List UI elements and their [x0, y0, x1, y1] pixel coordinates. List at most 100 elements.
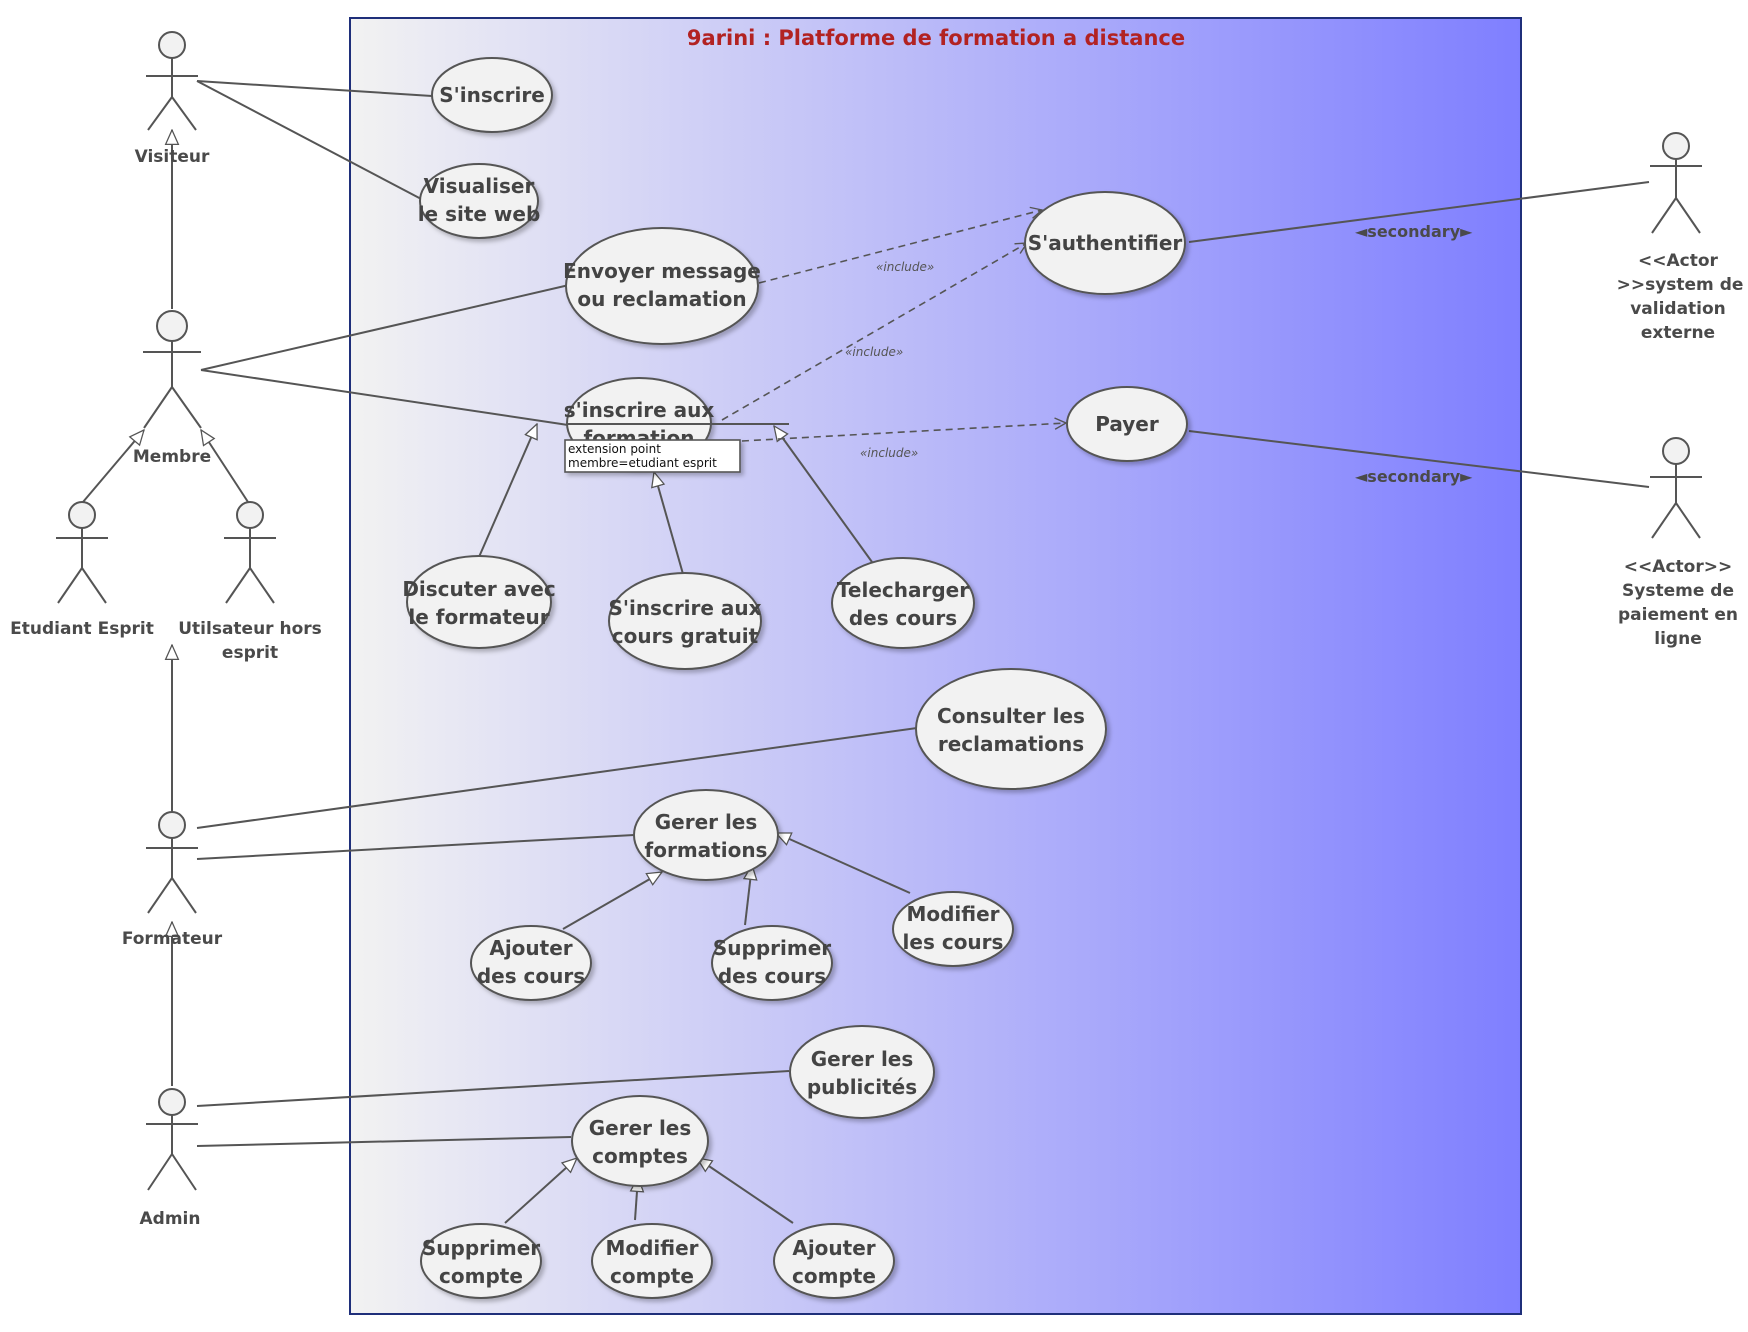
include-label-2: «include» — [845, 345, 903, 359]
actor-paiement-label-1: <<Actor>> — [1624, 557, 1732, 577]
usecase-gerer-comptes-label-2: comptes — [592, 1144, 688, 1168]
extension-point-line-2: membre=etudiant esprit — [568, 456, 717, 470]
usecase-modifier-compte[interactable]: Modifier compte — [591, 1223, 713, 1299]
actor-formateur[interactable] — [146, 811, 198, 914]
usecase-visualiser-label-2: le site web — [418, 202, 541, 226]
gen-utilisateur-membre — [201, 430, 249, 503]
gen-ajouter-compte — [697, 1158, 794, 1224]
assoc-admin-comptes — [196, 1136, 572, 1147]
actor-utilisateur-label-2: esprit — [222, 643, 278, 663]
actor-paiement-label-3: paiement en — [1618, 605, 1738, 625]
actor-labels: Visiteur Membre Etudiant Esprit Utilsate… — [10, 147, 1743, 1229]
actor-generalizations — [82, 130, 249, 1086]
usecase-payer-label: Payer — [1095, 412, 1159, 436]
actor-utilisateur-label-1: Utilsateur hors — [178, 619, 322, 639]
usecase-gratuit-label-1: S'inscrire aux — [608, 596, 761, 620]
usecase-ajouter-compte-label-1: Ajouter — [792, 1236, 875, 1260]
assoc-formateur-gerer-formations — [196, 834, 635, 860]
actor-validation-label-4: externe — [1641, 323, 1715, 343]
usecase-gerer-comptes-label-1: Gerer les — [589, 1116, 692, 1140]
usecase-modifier-cours[interactable]: Modifier les cours — [892, 891, 1014, 967]
usecase-discuter-label-2: le formateur — [408, 605, 549, 629]
actor-validation-label-2: >>system de — [1617, 275, 1744, 295]
actor-validation-label-1: <<Actor — [1638, 251, 1719, 271]
usecase-consulter-label-1: Consulter les — [937, 704, 1085, 728]
usecase-payer[interactable]: Payer — [1066, 386, 1188, 462]
actor-admin[interactable] — [146, 1088, 198, 1191]
actor-utilisateur-hors-esprit[interactable] — [224, 501, 276, 604]
usecase-ajouter-compte[interactable]: Ajouter compte — [773, 1223, 895, 1299]
actor-etudiant[interactable] — [56, 501, 108, 604]
assoc-membre-formations — [200, 369, 569, 426]
usecase-modifier-compte-label-2: compte — [610, 1264, 694, 1288]
usecase-supprimer-cours[interactable]: Supprimer des cours — [711, 925, 833, 1001]
usecase-gerer-publicites[interactable]: Gerer les publicités — [789, 1025, 935, 1119]
usecase-gerer-formations-label-1: Gerer les — [655, 810, 758, 834]
usecase-consulter-label-2: reclamations — [938, 732, 1084, 756]
usecase-ajouter-cours-label-2: des cours — [477, 964, 585, 988]
actor-paiement-label-2: Systeme de — [1622, 581, 1734, 601]
include-lines — [705, 210, 1066, 444]
usecase-ajouter-cours-label-1: Ajouter — [489, 936, 572, 960]
usecase-telecharger[interactable]: Telecharger des cours — [831, 557, 975, 649]
actor-visiteur[interactable] — [146, 31, 198, 131]
usecase-discuter-label-1: Discuter avec — [402, 577, 555, 601]
assoc-visiteur-sinscrire — [196, 80, 433, 97]
usecase-envoyer[interactable]: Envoyer message ou reclamation — [563, 227, 761, 345]
system-title: 9arini : Platforme de formation a distan… — [687, 26, 1185, 50]
usecase-gerer-publicites-label-2: publicités — [807, 1075, 917, 1099]
extension-point-box: extension point membre=etudiant esprit — [564, 439, 741, 473]
extension-point-line-1: extension point — [568, 442, 661, 456]
actor-paiement-en-ligne[interactable] — [1650, 437, 1702, 539]
usecase-ajouter-compte-label-2: compte — [792, 1264, 876, 1288]
usecase-modifier-compte-label-1: Modifier — [605, 1236, 698, 1260]
actor-etudiant-label: Etudiant Esprit — [10, 619, 154, 639]
usecase-supprimer-compte-label-2: compte — [439, 1264, 523, 1288]
usecase-ajouter-cours[interactable]: Ajouter des cours — [470, 925, 592, 1001]
assoc-membre-envoyer — [200, 284, 570, 371]
usecase-gerer-publicites-label-1: Gerer les — [811, 1047, 914, 1071]
assoc-admin-publicites — [196, 1070, 790, 1107]
gen-supprimer-compte — [504, 1158, 577, 1224]
usecase-sinscrire[interactable]: S'inscrire — [431, 57, 553, 133]
usecase-envoyer-label-1: Envoyer message — [563, 259, 761, 283]
usecase-sinscrire-label: S'inscrire — [439, 83, 545, 107]
usecase-modifier-cours-label-2: les cours — [903, 930, 1004, 954]
usecase-telecharger-label-1: Telecharger — [837, 578, 969, 602]
usecase-gratuit-label-2: cours gratuit — [612, 624, 759, 648]
usecase-discuter[interactable]: Discuter avec le formateur — [402, 555, 556, 649]
actor-validation-externe[interactable] — [1650, 132, 1702, 234]
include-formations-payer — [705, 423, 1066, 444]
usecase-supprimer-compte[interactable]: Supprimer compte — [420, 1223, 542, 1299]
usecase-modifier-cours-label-1: Modifier — [906, 902, 999, 926]
usecase-supprimer-cours-label-1: Supprimer — [713, 936, 831, 960]
assoc-formateur-consulter — [196, 727, 918, 829]
gen-telecharger-formations — [774, 426, 873, 563]
actor-membre[interactable] — [143, 310, 202, 429]
usecase-consulter[interactable]: Consulter les reclamations — [915, 668, 1107, 790]
usecase-gratuit[interactable]: S'inscrire aux cours gratuit — [608, 572, 762, 670]
usecase-gerer-formations[interactable]: Gerer les formations — [633, 789, 779, 881]
usecase-gerer-comptes[interactable]: Gerer les comptes — [571, 1095, 709, 1187]
include-label-3: «include» — [860, 446, 918, 460]
usecase-formations-label-1: s'inscrire aux — [564, 398, 715, 422]
usecase-visualiser[interactable]: Visualiser le site web — [418, 163, 541, 239]
usecase-authentifier[interactable]: S'authentifier — [1024, 191, 1186, 295]
gen-modifier-cours — [776, 832, 911, 894]
include-label-1: «include» — [876, 260, 934, 274]
usecase-visualiser-label-1: Visualiser — [424, 174, 535, 198]
gen-etudiant-membre — [82, 430, 144, 503]
actor-admin-label: Admin — [140, 1209, 201, 1229]
assoc-paiement-payer — [1188, 430, 1650, 488]
secondary-label-paiement: ◄secondary► — [1355, 467, 1473, 486]
usecase-gerer-formations-label-2: formations — [645, 838, 768, 862]
actor-paiement-label-4: ligne — [1654, 629, 1701, 649]
gen-discuter-formations — [478, 424, 538, 558]
usecase-authentifier-label: S'authentifier — [1028, 231, 1183, 255]
gen-gratuit-formations — [654, 472, 684, 575]
secondary-label-validation: ◄secondary► — [1355, 222, 1473, 241]
usecase-envoyer-label-2: ou reclamation — [577, 287, 746, 311]
usecase-supprimer-cours-label-2: des cours — [718, 964, 826, 988]
usecase-telecharger-label-2: des cours — [849, 606, 957, 630]
